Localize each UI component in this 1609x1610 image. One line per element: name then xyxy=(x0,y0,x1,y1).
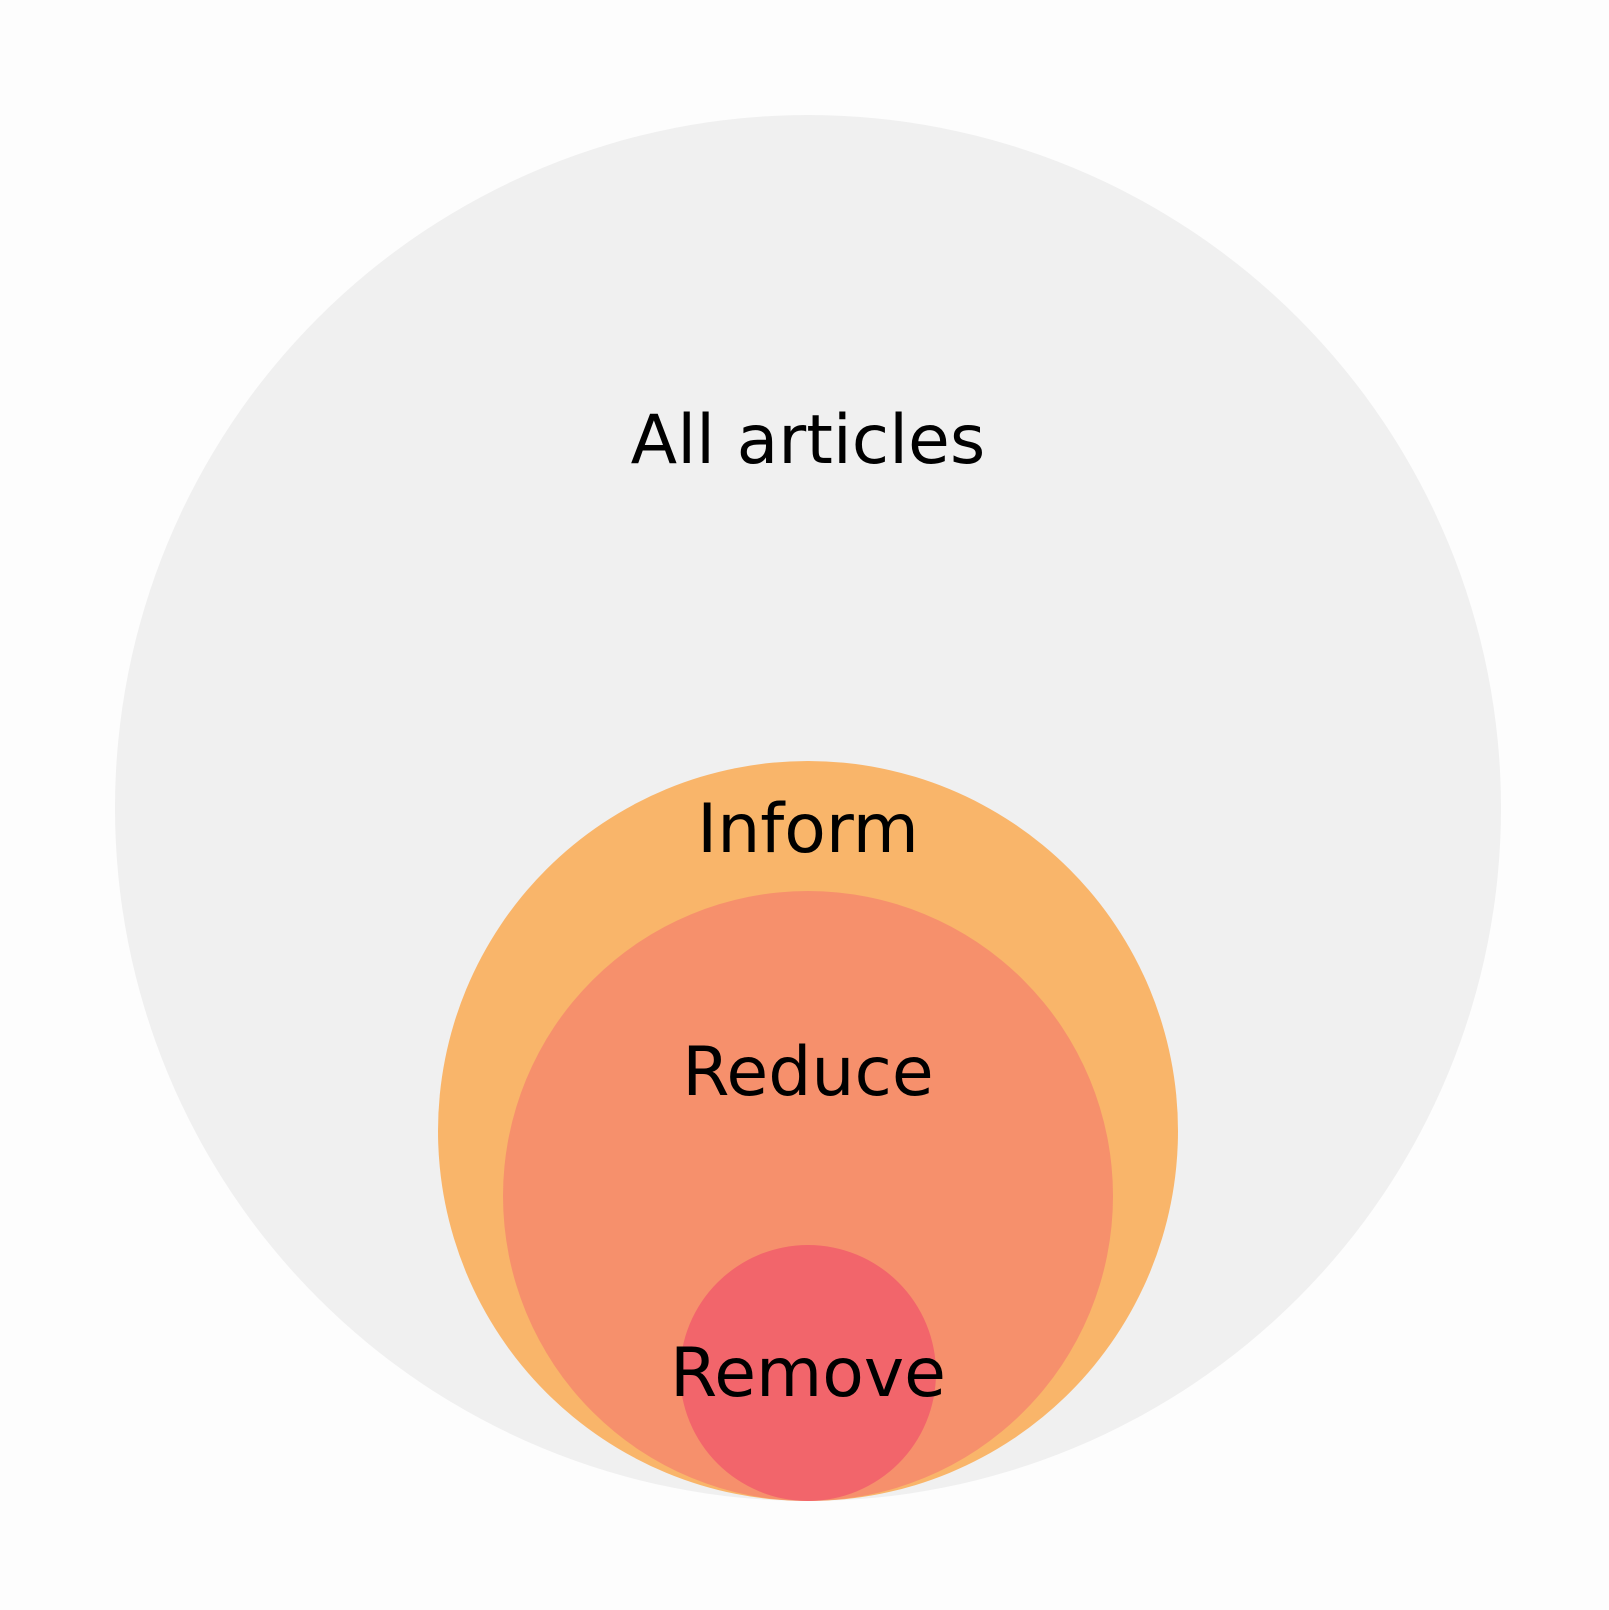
remove-circle xyxy=(680,1245,936,1501)
reduce-label: Reduce xyxy=(682,1033,934,1112)
inform-label: Inform xyxy=(697,790,919,869)
all-articles-label: All articles xyxy=(631,401,986,480)
reduce-circle xyxy=(503,891,1113,1501)
remove-label: Remove xyxy=(670,1334,946,1413)
